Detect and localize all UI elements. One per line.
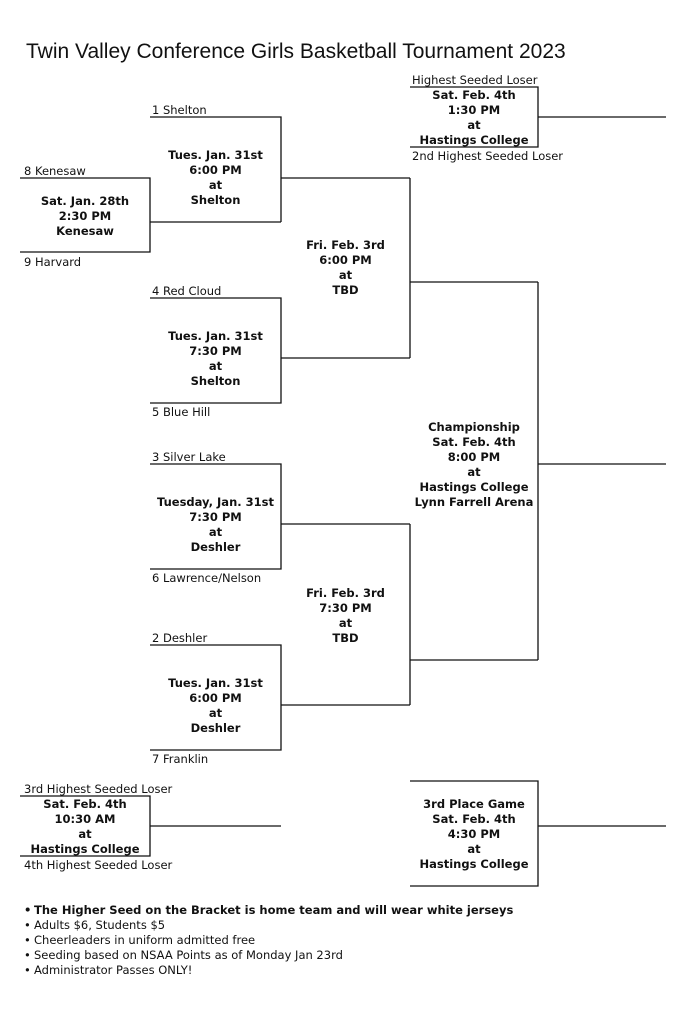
bullet-icon: • — [24, 948, 31, 962]
note-item: •The Higher Seed on the Bracket is home … — [24, 903, 514, 917]
team-blue-hill: 5 Blue Hill — [152, 405, 211, 419]
label-highest-seeded-loser: Highest Seeded Loser — [412, 73, 538, 87]
label-second-highest-seeded-loser: 2nd Highest Seeded Loser — [412, 149, 564, 163]
note-item: •Seeding based on NSAA Points as of Mond… — [24, 948, 343, 962]
bullet-icon: • — [24, 918, 31, 932]
team-silver-lake: 3 Silver Lake — [152, 450, 226, 464]
team-shelton: 1 Shelton — [152, 103, 207, 117]
bullet-icon: • — [24, 963, 31, 977]
label-third-highest-seeded-loser: 3rd Highest Seeded Loser — [24, 782, 173, 796]
team-deshler: 2 Deshler — [152, 631, 208, 645]
note-item: •Administrator Passes ONLY! — [24, 963, 193, 977]
note-item: •Cheerleaders in uniform admitted free — [24, 933, 256, 947]
page-title: Twin Valley Conference Girls Basketball … — [26, 40, 566, 63]
team-red-cloud: 4 Red Cloud — [152, 284, 222, 298]
label-fourth-highest-seeded-loser: 4th Highest Seeded Loser — [24, 858, 173, 872]
note-item: •Adults $6, Students $5 — [24, 918, 166, 932]
team-kenesaw: 8 Kenesaw — [24, 164, 86, 178]
bullet-icon: • — [24, 933, 31, 947]
team-harvard: 9 Harvard — [24, 255, 82, 269]
team-lawrence-nelson: 6 Lawrence/Nelson — [152, 571, 262, 585]
team-franklin: 7 Franklin — [152, 752, 209, 766]
notes-list: •The Higher Seed on the Bracket is home … — [24, 903, 513, 978]
bullet-icon: • — [24, 903, 32, 917]
